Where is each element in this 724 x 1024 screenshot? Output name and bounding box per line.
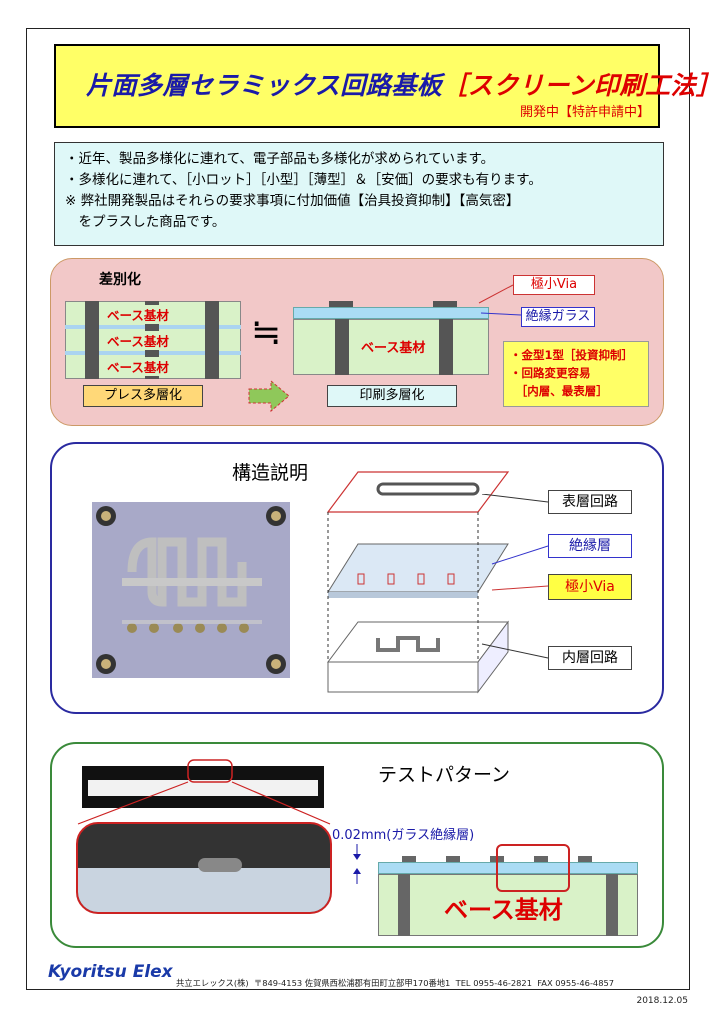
benefit-item: ［内層、最表層］ xyxy=(510,384,608,398)
company-address: 共立エレックス(株) 〒849-4153 佐賀県西松浦郡有田町立部甲170番地1… xyxy=(176,978,615,988)
glass-label: 絶縁ガラス xyxy=(521,307,595,327)
board-photo xyxy=(92,502,290,678)
press-board-diagram: ベース基材 ベース基材 ベース基材 xyxy=(65,301,241,379)
cross-section-photo-zoom xyxy=(76,822,332,914)
company-logo: Kyoritsu Elex xyxy=(48,962,173,982)
thickness-label: 0.02mm(ガラス絶縁層) xyxy=(332,828,475,843)
intro-line: をプラスした商品です。 xyxy=(65,214,226,230)
cross-section-photo-small xyxy=(82,766,324,808)
intro-line: ※ 弊社開発製品はそれらの要求事項に付加価値【治具投資抑制】【高気密】 xyxy=(65,193,520,209)
press-label: プレス多層化 xyxy=(83,385,203,407)
structure-section: 構造説明 表層回路 絶縁層 極小Via 内層回路 xyxy=(50,442,664,714)
pointer-lines xyxy=(478,284,522,316)
base-material-label: ベース基材 xyxy=(107,305,169,324)
title-main: 片面多層セラミックス回路基板 xyxy=(86,71,443,100)
page-frame xyxy=(26,28,690,990)
print-board-diagram: ベース基材 xyxy=(293,297,489,377)
base-material-label: ベース基材 xyxy=(107,357,169,376)
benefit-item: ・金型1型［投資抑制］ xyxy=(510,348,634,362)
intro-line: ・近年、製品多様化に連れて、電子部品も多様化が求められています。 xyxy=(65,151,495,167)
test-pattern-section: テストパターン 0.02mm(ガラス絶縁層) ベース基材 xyxy=(50,742,664,948)
benefit-item: ・回路変更容易 xyxy=(510,366,591,380)
title-banner: 片面多層セラミックス回路基板［スクリーン印刷工法］ 開発中【特許申請中】 xyxy=(54,44,721,128)
section-heading: 構造説明 xyxy=(232,462,309,484)
page-title: 片面多層セラミックス回路基板［スクリーン印刷工法］ xyxy=(86,66,722,102)
micro-via-label: 極小Via xyxy=(548,574,632,600)
document-date: 2018.12.05 xyxy=(636,996,688,1006)
surface-circuit-label: 表層回路 xyxy=(548,490,632,514)
inner-circuit-label: 内層回路 xyxy=(548,646,632,670)
thickness-arrows xyxy=(353,844,361,884)
section-heading: 差別化 xyxy=(99,272,141,288)
base-material-label: ベース基材 xyxy=(444,896,563,924)
base-material-label: ベース基材 xyxy=(361,341,426,356)
base-material-label: ベース基材 xyxy=(107,331,169,350)
board-photo-image xyxy=(92,502,290,678)
via-label: 極小Via xyxy=(513,275,595,295)
differentiation-section: 差別化 ベース基材 ベース基材 ベース基材 プレス多層化 ≒ ベース基材 印刷多… xyxy=(50,258,664,426)
exploded-structure-diagram xyxy=(326,471,510,694)
zoom-lines xyxy=(77,759,331,825)
test-board-diagram: ベース基材 xyxy=(378,844,638,936)
footer: Kyoritsu Elex 共立エレックス(株) 〒849-4153 佐賀県西松… xyxy=(48,962,688,988)
status-badge: 開発中【特許申請中】 xyxy=(519,105,650,120)
print-label: 印刷多層化 xyxy=(327,385,457,407)
structure-pointer-lines xyxy=(481,494,549,659)
approx-symbol: ≒ xyxy=(251,312,282,353)
intro-line: ・多様化に連れて、［小ロット］［小型］［薄型］＆［安価］の要求も有ります。 xyxy=(65,172,542,188)
intro-box: ・近年、製品多様化に連れて、電子部品も多様化が求められています。 ・多様化に連れ… xyxy=(54,142,664,246)
title-method: ［スクリーン印刷工法］ xyxy=(442,71,722,100)
benefits-box: ・金型1型［投資抑制］ ・回路変更容易 ［内層、最表層］ xyxy=(503,341,649,407)
insulation-layer-label: 絶縁層 xyxy=(548,534,632,558)
highlight-box xyxy=(496,844,570,892)
section-heading: テストパターン xyxy=(378,764,511,786)
arrow-right-icon xyxy=(248,379,290,413)
